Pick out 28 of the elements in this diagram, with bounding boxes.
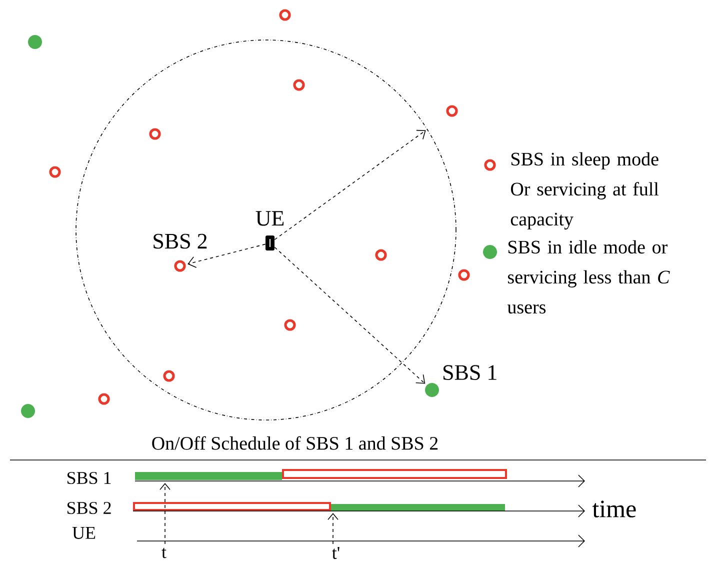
sleeping-station <box>375 249 387 261</box>
sleeping-station <box>98 393 110 405</box>
node-label: SBS 2 <box>154 234 207 249</box>
node-label: SBS 1 <box>444 365 496 380</box>
legend-text: SBS in idle mode or servicing less than C users <box>507 240 670 314</box>
row-label: SBS 2 <box>68 502 111 514</box>
sleeping-station <box>279 9 291 21</box>
sleeping-station <box>49 166 61 178</box>
sleeping-station <box>149 128 161 140</box>
idle-station: SBS 1 <box>425 365 496 397</box>
sleeping-station <box>446 105 458 117</box>
sleeping-station <box>284 319 296 331</box>
schedule-title: On/Off Schedule of SBS 1 and SBS 2 <box>152 436 438 450</box>
arrow <box>188 244 266 268</box>
axis-label: time <box>592 500 636 518</box>
time-label: t <box>160 546 168 560</box>
time-label: t' <box>330 546 342 560</box>
legend-text: SBS in sleep mode Or servicing at full capacity <box>510 152 659 230</box>
sleeping-station <box>458 269 470 281</box>
row-label: SBS 1 <box>68 472 111 484</box>
sleeping-station <box>163 370 175 382</box>
sleeping-station <box>293 79 305 91</box>
row-label: UE <box>72 527 96 539</box>
arrow <box>274 246 426 384</box>
arrow <box>274 130 426 240</box>
idle-station <box>28 35 42 49</box>
sleeping-station: SBS 2 <box>154 234 207 272</box>
idle-station <box>21 404 35 418</box>
